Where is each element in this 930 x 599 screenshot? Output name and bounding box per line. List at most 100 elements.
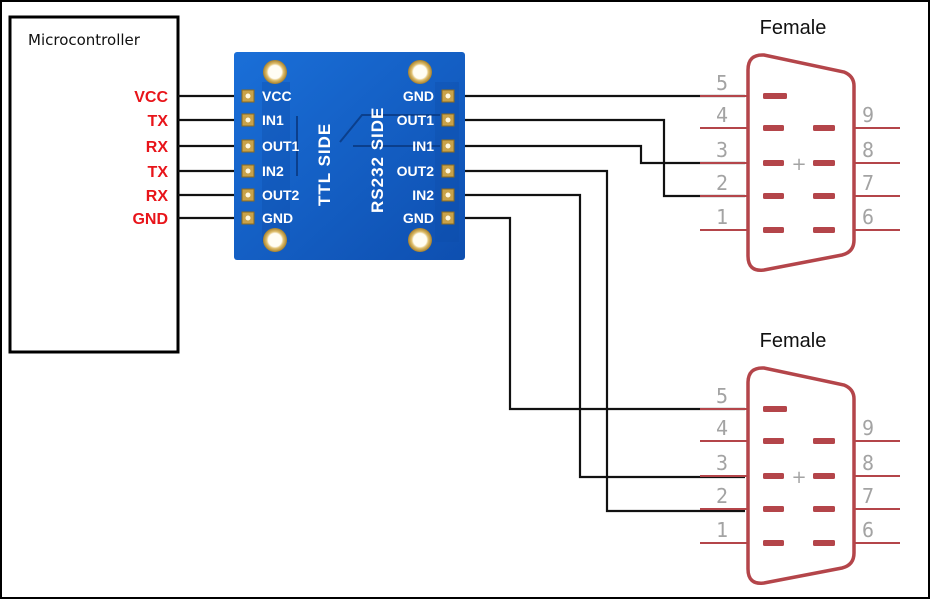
wire-gnd-to-c2-pin5 [455,216,745,411]
pin-contact [763,125,784,131]
pin-contact [763,93,787,99]
connector-body [746,53,856,272]
mounting-hole [263,60,287,84]
pin-hole [445,93,451,99]
pin-contact [763,438,784,444]
microcontroller-title: Microcontroller [28,31,141,49]
rs232-pin: IN1 [412,138,455,154]
center-mark: + [791,154,806,175]
wire-in1-to-c1-pin3 [455,144,745,165]
ttl-pin-label: OUT2 [262,187,300,203]
rs232-wires [455,94,745,513]
pin-hole [245,192,251,198]
ttl-side-label: TTL SIDE [315,123,334,206]
pin-contact [763,506,784,512]
pcb-trace [339,114,440,143]
mcu-pin-label: TX [148,113,169,130]
ttl-pin: OUT2 [241,187,300,203]
pin-number-right: 7 [862,484,874,508]
pin-number-right: 7 [862,171,874,195]
pin-hole [445,192,451,198]
mcu-pin-label: TX [148,164,169,181]
pin-number-right: 9 [862,103,874,127]
ttl-pin: IN2 [241,163,284,179]
pin-hole [445,143,451,149]
pin-number-left: 2 [716,171,728,195]
pin-contact [813,540,835,546]
pin-number-left: 4 [716,103,728,127]
rs232-pin-label: IN2 [412,187,434,203]
rs232-pin: GND [403,210,455,226]
rs232-pin-label: OUT1 [397,112,435,128]
pin-hole [245,117,251,123]
ttl-pin: VCC [241,88,292,104]
connector-body [746,366,856,585]
pin-number-left: 3 [716,138,728,162]
mcu-pin-label: RX [146,188,169,205]
rs232-pin: OUT1 [397,112,455,128]
mounting-hole [263,228,287,252]
pin-contact [813,473,835,479]
pin-number-left: 4 [716,416,728,440]
connector-title: Female [760,330,827,352]
ttl-pin: OUT1 [241,138,300,154]
pin-hole [245,215,251,221]
pin-contact [763,160,784,166]
ttl-pin-label: IN2 [262,163,284,179]
ttl-wires [178,94,244,220]
pin-contact [813,438,835,444]
mounting-hole [408,60,432,84]
pin-contact [763,406,787,412]
ttl-pin: GND [241,210,293,226]
pin-contact [813,506,835,512]
rs232-pin: OUT2 [397,163,455,179]
pin-number-right: 6 [862,518,874,542]
pin-number-left: 1 [716,518,728,542]
rs232-pin-label: IN1 [412,138,434,154]
ttl-pin: IN1 [241,112,284,128]
pcb-board [234,52,465,260]
pin-contact [763,540,784,546]
pin-contact [763,473,784,479]
pin-number-right: 8 [862,451,874,475]
pin-hole [445,168,451,174]
pin-hole [445,215,451,221]
pin-number-right: 6 [862,205,874,229]
rs232-pin-label: GND [403,210,434,226]
pin-hole [245,143,251,149]
center-mark: + [791,467,806,488]
mounting-hole [408,228,432,252]
pcb-trace-area [262,82,290,242]
pin-number-left: 5 [716,71,728,95]
pin-contact [763,193,784,199]
rs232-pin-label: OUT2 [397,163,435,179]
pin-number-right: 8 [862,138,874,162]
connector-title: Female [760,17,827,39]
ttl-pin-label: VCC [262,88,292,104]
pin-contact [813,160,835,166]
db9-connector-1: Female 5 4 3 2 1 9 8 7 6 + [700,17,900,272]
pin-contact [813,227,835,233]
ttl-pin-label: OUT1 [262,138,300,154]
ttl-pin-label: IN1 [262,112,284,128]
rs232-pin: GND [403,88,455,104]
pin-hole [245,168,251,174]
mcu-pin-label: RX [146,139,169,156]
ttl-pin-label: GND [262,210,293,226]
pin-contact [813,125,835,131]
rs232-pin: IN2 [412,187,455,203]
pin-number-left: 1 [716,205,728,229]
rs232-side-label: RS232 SIDE [368,107,387,213]
mcu-pin-label: VCC [134,89,168,106]
pin-hole [445,117,451,123]
pin-number-left: 5 [716,384,728,408]
